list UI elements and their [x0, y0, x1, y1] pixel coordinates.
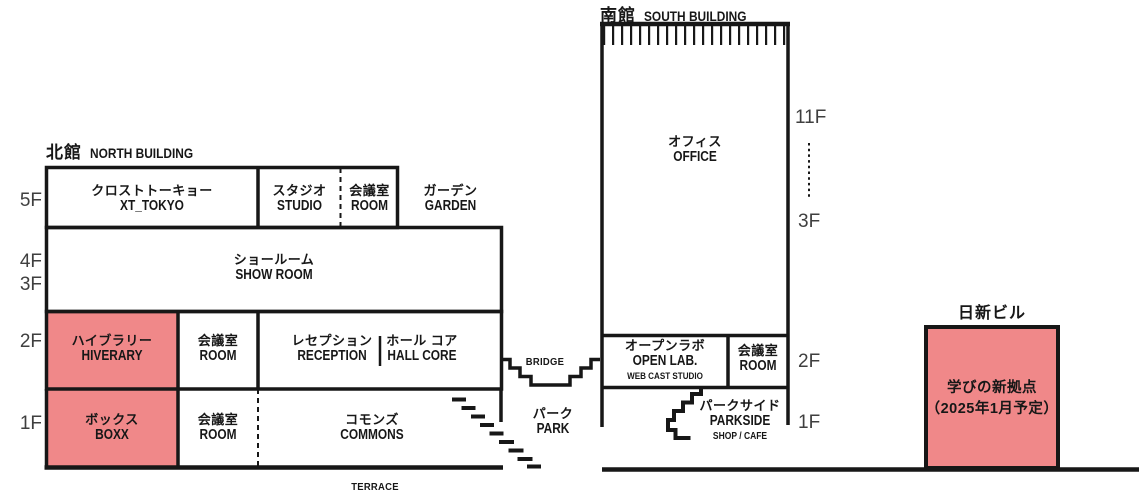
floor-label-3f: 3F [19, 274, 42, 295]
room-s2f-meeting-jp: 会議室 [737, 343, 779, 358]
room-1f-meeting: 会議室 ROOM [178, 412, 258, 444]
terrace-label: TERRACE [351, 481, 399, 493]
room-5f-meeting-jp: 会議室 [349, 183, 390, 198]
floor-label-5f: 5F [19, 190, 42, 211]
room-reception-en: RECEPTION [297, 348, 367, 365]
nisshin-note: 学びの新拠点 （2025年1月予定） [920, 378, 1064, 420]
room-boxx-en: BOXX [95, 427, 129, 444]
room-showroom-en: SHOW ROOM [235, 267, 313, 284]
south-title-en: SOUTH BUILDING [644, 8, 747, 24]
room-2f-meeting: 会議室 ROOM [178, 333, 258, 365]
floor-label-s1f: 1F [798, 412, 821, 433]
floor-label-4f: 4F [19, 251, 42, 272]
room-5f-meeting-en: ROOM [350, 198, 388, 215]
nisshin-building-title: 日新ビル [957, 305, 1026, 322]
room-commons-jp: コモンズ [345, 412, 399, 427]
bridge-label: BRIDGE [525, 356, 565, 368]
north-building-title: 北館 NORTH BUILDING [46, 138, 212, 163]
floor-label-s3f: 3F [798, 211, 821, 232]
room-hiverary-jp: ハイブラリー [71, 333, 153, 348]
room-open-lab-en: OPEN LAB. [632, 353, 698, 370]
room-2f-meeting-jp: 会議室 [197, 333, 239, 348]
room-commons-en: COMMONS [340, 427, 404, 444]
south-roof-hatching [603, 26, 787, 45]
room-parkside: パークサイド PARKSIDE SHOP / CAFE [676, 398, 804, 443]
room-1f-meeting-jp: 会議室 [197, 412, 239, 427]
room-showroom: ショールーム SHOW ROOM [46, 252, 502, 284]
room-open-lab: オープンラボ OPEN LAB. WEB CAST STUDIO [602, 338, 728, 383]
room-parkside-jp: パークサイド [699, 398, 781, 413]
room-garden: ガーデン GARDEN [398, 183, 503, 215]
room-reception-jp: レセプション [291, 333, 373, 348]
north-title-jp: 北館 [46, 143, 82, 162]
room-hall-core: ホール コア HALL CORE [366, 333, 478, 365]
room-hiverary: ハイブラリー HIVERARY [46, 333, 178, 365]
room-xt-tokyo-jp: クロストトーキョー [91, 183, 213, 198]
nisshin-note-line2: （2025年1月予定） [925, 401, 1059, 418]
room-s2f-meeting-en: ROOM [739, 358, 777, 375]
room-reception: レセプション RECEPTION [276, 333, 388, 365]
room-parkside-en: PARKSIDE [709, 413, 771, 430]
room-5f-meeting: 会議室 ROOM [341, 183, 398, 215]
room-hall-core-en: HALL CORE [387, 348, 457, 365]
room-parkside-sub: SHOP / CAFE [712, 431, 768, 443]
north-title-en: NORTH BUILDING [90, 145, 194, 161]
room-s2f-meeting: 会議室 ROOM [728, 343, 788, 375]
park-label-jp: パーク [532, 406, 574, 421]
room-garden-en: GARDEN [424, 198, 477, 215]
floor-label-2f: 2F [19, 331, 42, 352]
south-title-jp: 南館 [600, 6, 636, 25]
room-hall-core-jp: ホール コア [386, 333, 458, 348]
room-1f-meeting-en: ROOM [199, 427, 237, 444]
nisshin-note-line1: 学びの新拠点 [947, 380, 1037, 396]
floor-label-11f: 11F [795, 107, 827, 128]
floor-label-s2f: 2F [798, 351, 821, 372]
park-label-en: PARK [536, 421, 570, 438]
south-building-title: 南館 SOUTH BUILDING [600, 1, 765, 26]
room-showroom-jp: ショールーム [233, 252, 315, 267]
floor-label-1f: 1F [19, 413, 42, 434]
room-open-lab-jp: オープンラボ [624, 338, 706, 353]
room-hiverary-en: HIVERARY [81, 348, 143, 365]
room-xt-tokyo-en: XT_TOKYO [120, 198, 184, 215]
park-label: パーク PARK [513, 406, 593, 438]
room-studio-jp: スタジオ [272, 183, 327, 198]
room-boxx-jp: ボックス [85, 412, 139, 427]
room-xt-tokyo: クロストトーキョー XT_TOKYO [46, 183, 258, 215]
room-office: オフィス OFFICE [602, 134, 788, 166]
room-studio: スタジオ STUDIO [258, 183, 341, 215]
room-studio-en: STUDIO [277, 198, 322, 215]
room-commons: コモンズ COMMONS [258, 412, 486, 444]
room-office-jp: オフィス [668, 134, 722, 149]
room-open-lab-sub: WEB CAST STUDIO [627, 371, 703, 383]
room-office-en: OFFICE [673, 149, 717, 166]
room-garden-jp: ガーデン [423, 183, 478, 198]
room-boxx: ボックス BOXX [46, 412, 178, 444]
room-2f-meeting-en: ROOM [199, 348, 237, 365]
